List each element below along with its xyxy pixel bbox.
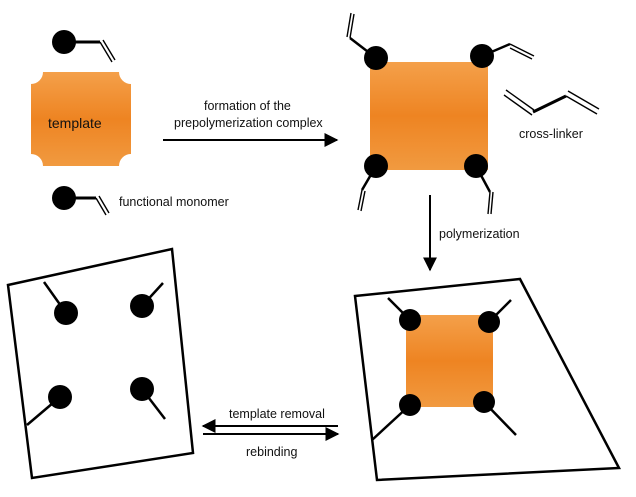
bound-site-bottom-right [473, 391, 495, 413]
polymerization-label: polymerization [439, 227, 520, 241]
bound-site-bottom-left [399, 394, 421, 416]
polymer-with-template [353, 277, 622, 482]
empty-polymer-outline [6, 247, 195, 480]
template-removal-label: template removal [229, 407, 325, 421]
cross-linker-label: cross-linker [519, 127, 583, 141]
imprinted-polymer-empty [6, 247, 195, 480]
complex-monomer-bottom-left [364, 154, 388, 178]
functional-monomer-top [52, 30, 116, 63]
empty-site-bottom-right [130, 377, 154, 401]
functional-monomer-label: functional monomer [119, 195, 229, 209]
complex-template [370, 62, 488, 170]
empty-site-top-right [130, 294, 154, 318]
bound-site-top-left [399, 309, 421, 331]
formation-label-line1: formation of the [204, 99, 291, 113]
cross-linker-molecule [503, 89, 600, 116]
functional-monomer-bottom [52, 186, 110, 216]
complex-monomer-bottom-right [464, 154, 488, 178]
complex-monomer-top-right [470, 44, 494, 68]
rebinding-label: rebinding [246, 445, 297, 459]
imprinted-template [406, 315, 493, 407]
bound-site-top-right [478, 311, 500, 333]
prepolymerization-complex [346, 12, 535, 215]
formation-label-line2: prepolymerization complex [174, 116, 323, 130]
polymer-matrix-outline [353, 277, 622, 482]
empty-site-bottom-left [48, 385, 72, 409]
free-template-shape [31, 72, 131, 166]
empty-site-top-left [54, 301, 78, 325]
template-label: template [48, 115, 102, 131]
free-template-group: template [31, 72, 131, 166]
complex-monomer-top-left [364, 46, 388, 70]
